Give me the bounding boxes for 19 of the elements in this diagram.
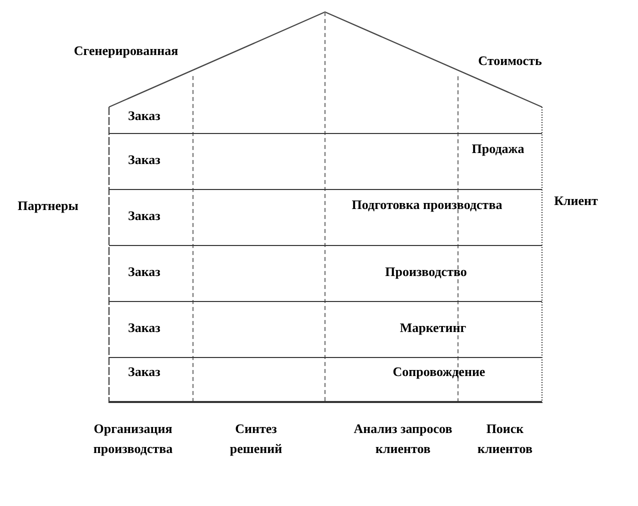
function-label: Производство	[385, 264, 467, 280]
row-label: Заказ	[128, 364, 160, 380]
side-label: Партнеры	[18, 197, 78, 215]
row-label: Заказ	[128, 208, 160, 224]
roof-label: Стоимость	[478, 52, 542, 70]
function-label: Маркетинг	[400, 320, 466, 336]
row-label: Заказ	[128, 320, 160, 336]
row-label: Заказ	[128, 264, 160, 280]
roof-label: Сгенерированная	[74, 42, 178, 60]
row-label: Заказ	[128, 152, 160, 168]
function-label: Подготовка производства	[352, 197, 502, 213]
function-label: Продажа	[472, 141, 524, 157]
row-label: Заказ	[128, 108, 160, 124]
side-label: Клиент	[554, 192, 598, 210]
column-label: Синтез решений	[228, 420, 284, 458]
function-label: Сопровождение	[392, 364, 486, 380]
column-label: Анализ запросов клиентов	[352, 420, 454, 458]
column-label: Организация производства	[92, 420, 174, 458]
column-label: Поиск клиентов	[476, 420, 534, 458]
